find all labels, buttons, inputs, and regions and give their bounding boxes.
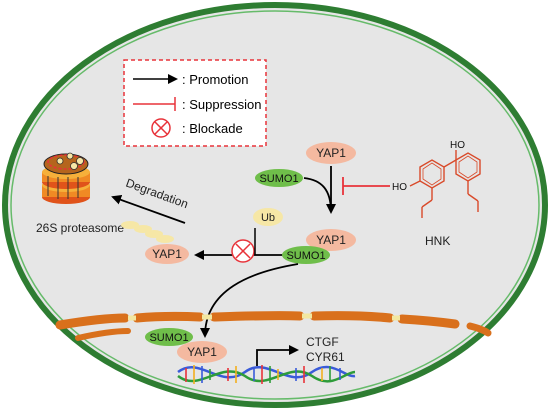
yap1-nucleus-node (177, 341, 227, 363)
ctgf-label: CTGF (306, 335, 339, 349)
dna-helix-icon (177, 365, 356, 384)
legend-blockade-label: : Blockade (182, 121, 243, 136)
legend-promotion-label: : Promotion (182, 72, 248, 87)
yap1-left-node (145, 244, 189, 264)
nuclear-membrane (55, 311, 492, 341)
legend: : Promotion : Suppression : Blockade (123, 59, 267, 147)
yap1-top-label: YAP1 (316, 146, 346, 160)
transcription-arrow (256, 345, 299, 366)
cell-membrane-inner (10, 10, 540, 400)
yap1-nucleus-label: YAP1 (187, 345, 217, 359)
hnk-molecule-icon (409, 150, 481, 218)
degradation-arrow (111, 195, 186, 224)
yap1-left-label: YAP1 (152, 247, 182, 261)
sumo1-nucleus-node (145, 328, 193, 346)
sumo1-mid-label: SUMO1 (286, 250, 325, 262)
cyr61-label: CYR61 (306, 350, 345, 364)
sumo1-nucleus-label: SUMO1 (149, 332, 188, 344)
yap1-mid-node (306, 229, 356, 251)
proteasome-label: 26S proteasome (36, 221, 124, 235)
legend-box (123, 59, 267, 147)
hnk-label: HNK (425, 234, 450, 248)
ub-label: Ub (261, 212, 275, 224)
ub-node (253, 208, 283, 226)
proteasome-icon (42, 152, 90, 204)
blockade-symbol (231, 239, 255, 263)
sumo1-top-label: SUMO1 (259, 173, 298, 185)
ubiquitin-chain-icon (121, 221, 174, 243)
sumo1-top-node (255, 169, 303, 187)
nuclear-import-arrow (200, 263, 299, 338)
yap1-mid-label: YAP1 (316, 233, 346, 247)
hnk-oh-top: HO (450, 140, 465, 151)
blockade-icon (151, 118, 171, 138)
yap1-top-node (306, 142, 356, 164)
legend-suppression-label: : Suppression (182, 97, 262, 112)
hnk-ho-left: HO (392, 182, 407, 193)
sumo1-mid-node (282, 246, 330, 264)
